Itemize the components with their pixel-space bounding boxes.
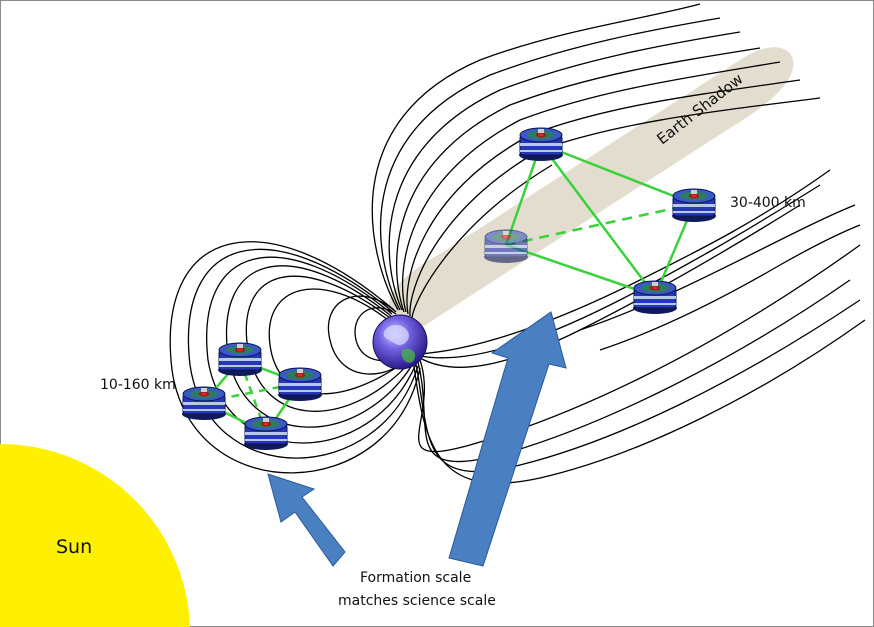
small-scale-arrow bbox=[267, 473, 346, 567]
large-formation-links bbox=[504, 142, 696, 298]
small-formation bbox=[181, 342, 323, 451]
large-scale-label: 30-400 km bbox=[730, 195, 806, 211]
caption-line-2: matches science scale bbox=[338, 593, 496, 609]
satellite-icon bbox=[181, 386, 227, 421]
sun-label: Sun bbox=[56, 536, 92, 558]
satellite-icon bbox=[243, 416, 289, 451]
satellite-icon bbox=[632, 280, 678, 315]
satellite-icon bbox=[217, 342, 263, 377]
sun bbox=[0, 443, 190, 627]
small-scale-label: 10-160 km bbox=[100, 377, 176, 393]
satellite-icon bbox=[518, 127, 564, 162]
earth-icon bbox=[372, 314, 428, 370]
satellite-icon bbox=[671, 188, 717, 223]
caption-line-1: Formation scale bbox=[360, 570, 471, 586]
magnetic-field-lines bbox=[169, 3, 866, 484]
satellite-icon bbox=[483, 229, 529, 264]
satellite-icon bbox=[277, 367, 323, 402]
large-scale-arrow bbox=[448, 311, 567, 567]
scale-arrows bbox=[267, 311, 567, 567]
